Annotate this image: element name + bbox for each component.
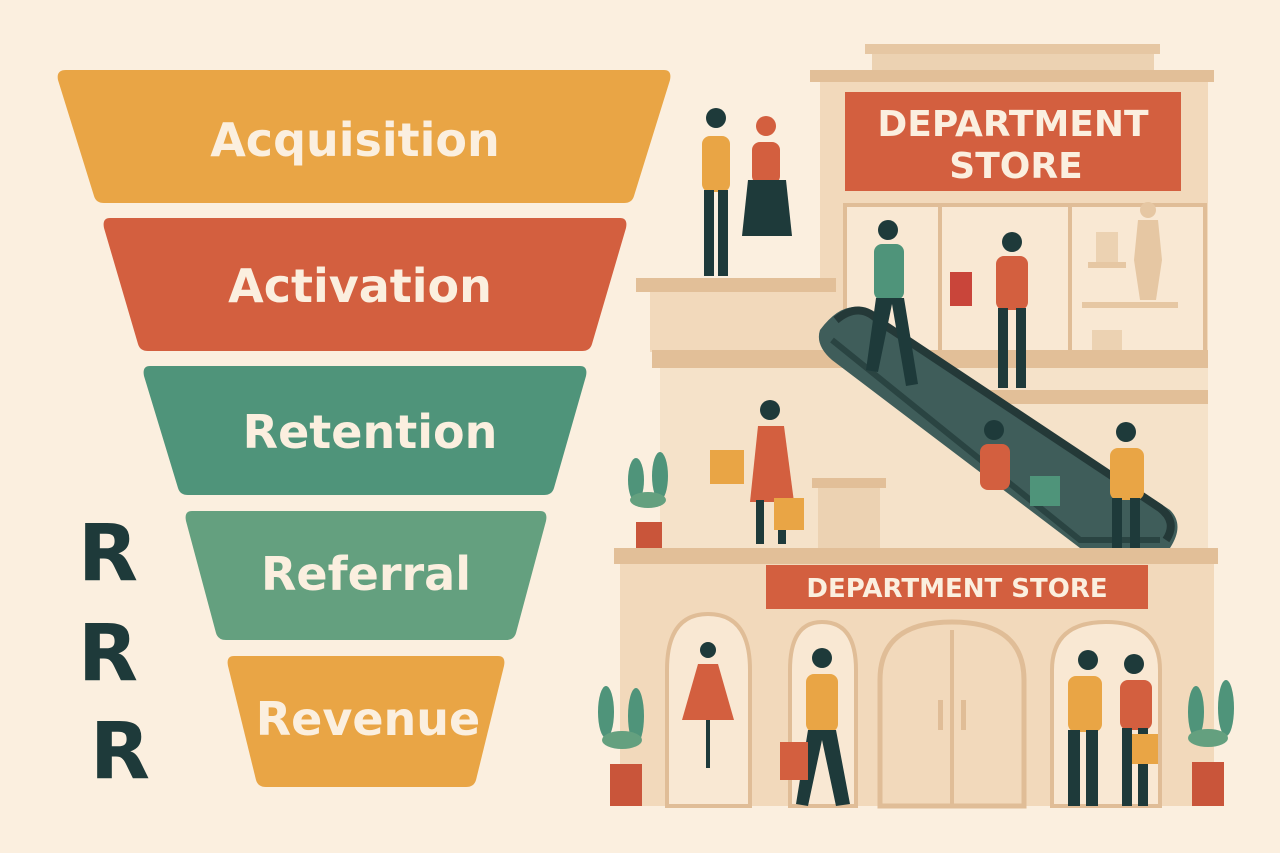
top-store-sign <box>845 92 1181 191</box>
plant-icon <box>628 452 668 548</box>
shopper-man-ground <box>780 648 850 806</box>
funnel-stage-retention: Retention <box>143 366 587 495</box>
counter <box>818 478 880 548</box>
funnel-band-retention <box>143 366 587 495</box>
funnel-stage-revenue: Revenue <box>227 656 505 787</box>
store-illustration: DEPARTMENT STORE <box>598 44 1234 809</box>
shopper-escalator-top <box>866 220 918 386</box>
funnel-band-referral <box>185 511 547 640</box>
lower-floor-slab <box>614 548 1218 564</box>
mannequin-icon <box>1134 202 1162 300</box>
roof-cap <box>865 44 1160 54</box>
funnel-stage-activation: Activation <box>103 218 627 351</box>
funnel-stage-acquisition: Acquisition <box>57 70 671 203</box>
side-letters: R R R <box>78 509 150 797</box>
shopper-couple-ground <box>1068 650 1158 806</box>
top-sign-line1: DEPARTMENT <box>877 104 1149 145</box>
side-letter-1: R <box>78 509 138 599</box>
funnel-band-activation <box>103 218 627 351</box>
funnel-label-activation: Activation <box>228 259 492 313</box>
shopping-bag-icon <box>950 272 972 306</box>
funnel-band-revenue <box>227 656 505 787</box>
top-balcony <box>636 278 836 292</box>
roof-upper <box>872 54 1154 72</box>
funnel-label-retention: Retention <box>243 405 498 459</box>
top-sign-line2: STORE <box>949 146 1082 187</box>
funnel-label-revenue: Revenue <box>256 692 481 746</box>
funnel: Acquisition Activation Retention Referra… <box>57 70 671 787</box>
side-letter-3: R <box>90 707 150 797</box>
dress-display-icon <box>682 642 734 768</box>
bottom-sign-text: DEPARTMENT STORE <box>806 574 1107 604</box>
shopper-couple-top <box>702 108 792 276</box>
shopper-man-middle <box>1110 422 1144 548</box>
side-letter-2: R <box>78 609 138 699</box>
funnel-stage-referral: Referral <box>185 511 547 640</box>
funnel-label-acquisition: Acquisition <box>210 113 500 167</box>
plant-icon <box>598 686 644 806</box>
funnel-band-acquisition <box>57 70 671 203</box>
shopper-woman-middle <box>710 400 804 544</box>
bottom-store-sign <box>766 565 1148 609</box>
shopper-clerk-upper <box>950 232 1028 388</box>
shopper-escalator-mid <box>980 420 1060 506</box>
plant-icon <box>1188 680 1234 806</box>
roof-ledge <box>810 70 1214 82</box>
funnel-label-referral: Referral <box>261 547 471 601</box>
